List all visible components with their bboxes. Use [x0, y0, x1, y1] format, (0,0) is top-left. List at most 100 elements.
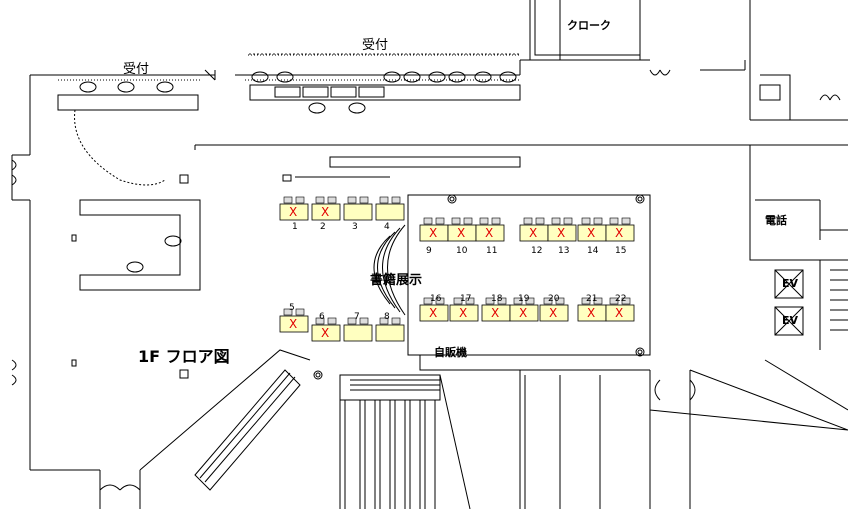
booth-chair	[593, 217, 603, 225]
booth-chair	[315, 196, 325, 204]
booth-number: 18	[491, 294, 503, 304]
booth-chair	[283, 308, 293, 316]
booth-16	[419, 297, 449, 322]
elevator-label-1: EV	[782, 277, 799, 290]
booth-mark: X	[615, 226, 624, 240]
booth-1	[279, 196, 309, 221]
booth-chair	[523, 217, 533, 225]
booth-table	[375, 203, 405, 221]
booth-chair	[551, 217, 561, 225]
booth-table	[605, 304, 635, 322]
booth-chair	[451, 217, 461, 225]
booth-chair	[453, 297, 463, 305]
booth-chair	[581, 217, 591, 225]
booth-number: 14	[587, 246, 599, 256]
booth-mark: X	[457, 226, 466, 240]
booth-5	[279, 308, 309, 333]
booth-number: 19	[518, 294, 530, 304]
booth-chair	[379, 317, 389, 325]
booth-mark: X	[485, 226, 494, 240]
booth-mark: X	[321, 326, 330, 340]
booth-chair	[295, 308, 305, 316]
cloak-label: クローク	[567, 19, 611, 32]
booth-number: 10	[456, 246, 468, 256]
booth-chair	[423, 217, 433, 225]
booth-chair	[465, 297, 475, 305]
left-room	[79, 199, 201, 291]
booth-13	[547, 217, 577, 242]
booth-chair	[491, 217, 501, 225]
booth-number: 8	[384, 312, 390, 322]
reception-label-top: 受付	[362, 38, 389, 53]
booth-mark: X	[587, 226, 596, 240]
booth-mark: X	[321, 205, 330, 219]
booth-table	[539, 304, 569, 322]
booth-chair	[359, 317, 369, 325]
booth-number: 16	[430, 294, 442, 304]
booth-chair	[535, 217, 545, 225]
reception-counter-top	[249, 84, 521, 101]
booth-table	[343, 203, 373, 221]
booth-15	[605, 217, 635, 242]
booth-mark: X	[557, 226, 566, 240]
booth-number: 21	[586, 294, 598, 304]
booth-11	[475, 217, 505, 242]
booth-number: 1	[292, 222, 298, 232]
booth-20	[539, 297, 569, 322]
booth-chair	[609, 217, 619, 225]
booth-table	[311, 203, 341, 221]
elevator-label-2: EV	[782, 314, 799, 327]
booth-table	[449, 304, 479, 322]
booth-chair	[347, 196, 357, 204]
booth-chair	[497, 297, 507, 305]
ramp	[194, 369, 301, 491]
booth-chair	[435, 297, 445, 305]
booth-chair	[295, 196, 305, 204]
reception-counter-left	[57, 94, 199, 111]
booth-table	[475, 224, 505, 242]
vending-label: 自販機	[434, 346, 467, 359]
booth-number: 13	[558, 246, 570, 256]
booth-chair	[347, 317, 357, 325]
booth-4	[375, 196, 405, 221]
booth-9	[419, 217, 449, 242]
booth-number: 9	[426, 246, 432, 256]
booth-number: 22	[615, 294, 627, 304]
elevator-box-2	[774, 306, 804, 336]
booth-chair	[315, 317, 325, 325]
booth-mark: X	[289, 317, 298, 331]
booth-mark: X	[519, 306, 528, 320]
booth-2	[311, 196, 341, 221]
booth-mark: X	[491, 306, 500, 320]
booth-chair	[555, 297, 565, 305]
booth-table	[547, 224, 577, 242]
booth-22	[605, 297, 635, 322]
booth-number: 6	[319, 312, 325, 322]
booth-mark: X	[549, 306, 558, 320]
booth-number: 11	[486, 246, 498, 256]
phone-label: 電話	[765, 214, 787, 227]
booth-chair	[463, 217, 473, 225]
outer-wall	[11, 74, 215, 509]
booth-table	[509, 304, 539, 322]
booth-21	[577, 297, 607, 322]
long-table	[329, 156, 521, 168]
booth-chair	[327, 317, 337, 325]
booth-table	[605, 224, 635, 242]
booth-number: 17	[460, 294, 472, 304]
booth-mark: X	[587, 306, 596, 320]
booth-6	[311, 317, 341, 342]
north-wall	[235, 59, 650, 76]
booth-number: 7	[354, 312, 360, 322]
booth-mark: X	[289, 205, 298, 219]
booth-chair	[435, 217, 445, 225]
booth-chair	[359, 196, 369, 204]
booth-19	[509, 297, 539, 322]
booth-8	[375, 317, 405, 342]
booth-table	[279, 203, 309, 221]
booth-number: 3	[352, 222, 358, 232]
booth-chair	[379, 196, 389, 204]
booth-17	[449, 297, 479, 322]
booth-chair	[485, 297, 495, 305]
